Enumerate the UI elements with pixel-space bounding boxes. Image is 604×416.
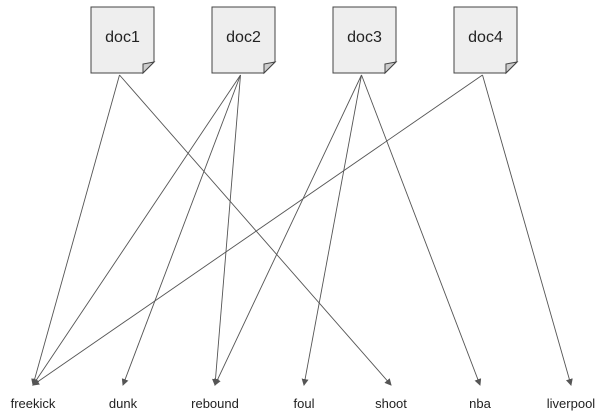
page-fold-icon: [505, 61, 519, 75]
edge-doc2-to-dunk: [121, 74, 241, 386]
term-label-freekick: freekick: [11, 396, 56, 411]
edge-doc4-to-liverpool: [482, 74, 573, 386]
term-label-shoot: shoot: [375, 396, 407, 411]
edge-doc2-to-freekick: [32, 74, 241, 386]
document-node-doc2: doc2: [211, 6, 277, 75]
term-label-rebound: rebound: [191, 396, 239, 411]
page-fold-icon: [384, 61, 398, 75]
document-node-doc3: doc3: [332, 6, 398, 75]
edge-doc3-to-rebound: [214, 74, 362, 386]
edge-doc2-to-rebound: [212, 74, 241, 386]
edge-doc1-to-shoot: [119, 74, 392, 386]
term-label-liverpool: liverpool: [547, 396, 596, 411]
document-layer: doc1 doc2 doc3 doc4: [90, 6, 519, 75]
term-label-nba: nba: [469, 396, 491, 411]
document-node-doc1: doc1: [90, 6, 156, 75]
term-label-foul: foul: [294, 396, 315, 411]
term-label-dunk: dunk: [109, 396, 138, 411]
edge-doc4-to-freekick: [32, 74, 483, 386]
page-fold-icon: [142, 61, 156, 75]
edge-doc3-to-foul: [301, 74, 362, 386]
term-layer: freekick dunk rebound foul shoot nba liverpool: [11, 396, 596, 411]
document-label: doc4: [468, 29, 503, 46]
document-label: doc1: [105, 29, 140, 46]
document-label: doc2: [226, 29, 261, 46]
edge-layer: [31, 74, 573, 386]
document-node-doc4: doc4: [453, 6, 519, 75]
edge-doc3-to-nba: [361, 74, 482, 386]
edge-doc1-to-freekick: [31, 74, 120, 386]
page-fold-icon: [263, 61, 277, 75]
document-label: doc3: [347, 29, 382, 46]
